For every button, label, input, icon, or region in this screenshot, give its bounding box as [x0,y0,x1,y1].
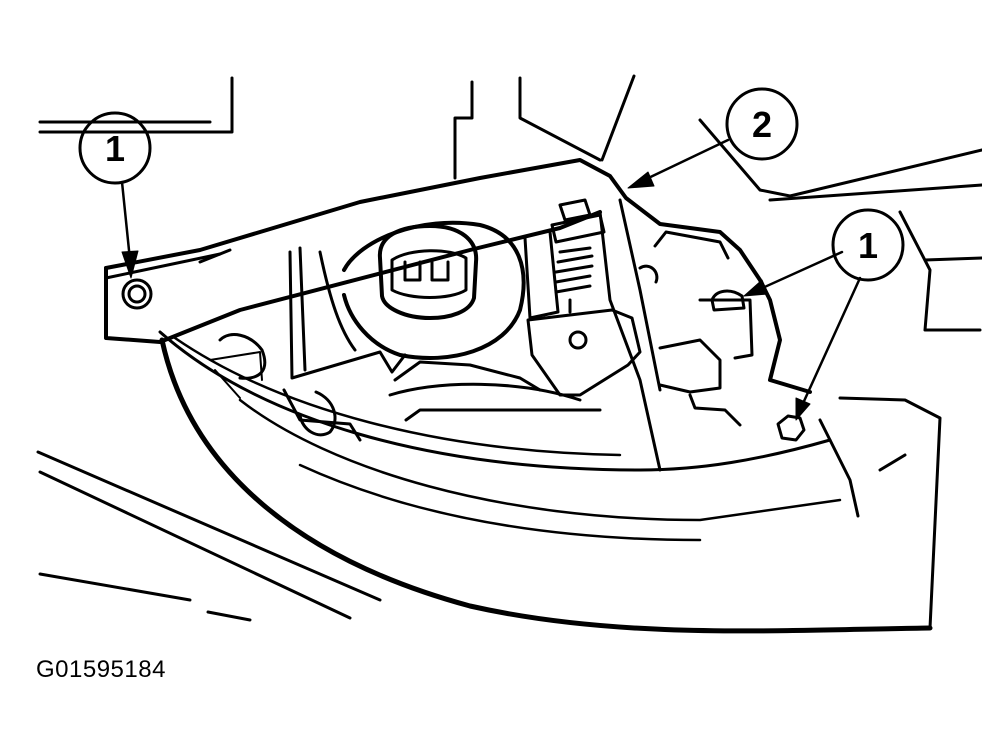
arrowhead-left-bolt [121,250,139,279]
adjuster-hole [568,330,588,350]
arrowhead-bracket [627,171,655,189]
vehicle-body-lines [36,74,982,622]
leader-line-left-bolt [120,180,132,262]
lower-right-bolt [776,414,806,442]
housing-internals [218,246,602,442]
callout-circle-right-bolt [831,208,905,282]
arrowhead-upper-right-bolt [743,279,769,297]
callout-label-left-bolt: 1 [105,128,125,169]
upper-right-bolt [710,289,746,312]
callout-circles [78,87,905,282]
leader-line-bracket [638,138,730,184]
bulb-connector [342,220,526,360]
callout-label-bracket: 2 [752,104,772,145]
leader-line-lower-right-bolt [798,276,862,412]
callout-circle-bracket [725,87,799,161]
figure-id: G01595184 [36,656,166,683]
callout-circle-left-bolt [78,111,152,185]
adjuster-spring [523,198,642,397]
left-bolt [121,278,153,310]
headlamp-housing [158,330,942,634]
callout-label-right-bolt: 1 [858,225,878,266]
leader-line-upper-right-bolt [756,250,844,292]
arrowheads [121,171,811,421]
right-mount-tab [638,230,754,427]
mounting-bracket [104,158,812,472]
leader-lines [120,138,862,412]
arrowhead-lower-right-bolt [795,397,811,421]
